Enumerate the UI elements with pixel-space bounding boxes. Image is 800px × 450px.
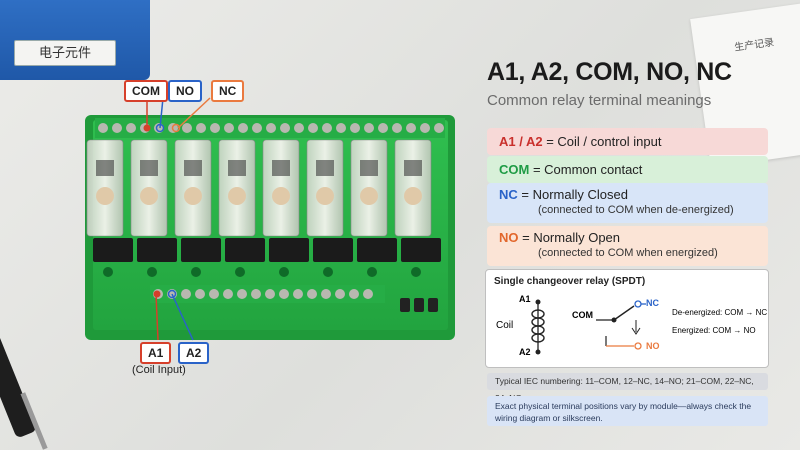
definition-a1-a2: A1 / A2 = Coil / control input — [487, 128, 768, 155]
definition-text: = Common contact — [529, 162, 643, 177]
page-title: A1, A2, COM, NO, NC — [487, 58, 732, 86]
spdt-energized-text: Energized: COM → NO — [672, 326, 756, 335]
spdt-schematic — [531, 299, 646, 355]
spdt-coil-label: Coil — [496, 320, 514, 331]
definition-com: COM = Common contact — [487, 156, 768, 183]
component-bin: 电子元件 — [0, 0, 150, 80]
spdt-deenergized-text: De-energized: COM → NC — [672, 308, 768, 317]
spdt-a1-label: A1 — [519, 294, 531, 304]
definition-text: = Normally Open — [518, 230, 621, 245]
definition-subtext: (connected to COM when de-energized) — [538, 204, 734, 216]
callout-a2: A2 — [178, 342, 210, 364]
definition-key: NO — [499, 230, 519, 245]
spdt-diagram: Single changeover relay (SPDT) A1 A2 Coi… — [485, 269, 769, 368]
definition-key: COM — [499, 162, 530, 177]
spdt-com-label: COM — [572, 310, 593, 320]
iec-numbering: Typical IEC numbering: 11–COM, 12–NC, 14… — [487, 373, 768, 403]
spdt-title: Single changeover relay (SPDT) — [494, 276, 646, 287]
definition-key: A1 / A2 — [499, 134, 543, 149]
terminal-note: Exact physical terminal positions vary b… — [487, 396, 768, 426]
callout-nc: NC — [211, 80, 245, 102]
page-subtitle: Common relay terminal meanings — [487, 92, 712, 109]
callout-no: NO — [168, 80, 202, 102]
definition-no: NO = Normally Open (connected to COM whe… — [487, 226, 768, 266]
spdt-nc-label: NC — [646, 298, 659, 308]
coil-input-label: (Coil Input) — [132, 364, 186, 376]
bin-label: 电子元件 — [14, 40, 116, 66]
definition-key: NC — [499, 187, 518, 202]
screwdriver — [0, 302, 48, 450]
definition-text: = Normally Closed — [517, 187, 628, 202]
callout-com: COM — [124, 80, 168, 102]
definition-subtext: (connected to COM when energized) — [538, 247, 718, 259]
spdt-a2-label: A2 — [519, 347, 531, 357]
bottom-terminal-screws — [153, 289, 373, 299]
relay-board — [85, 97, 455, 341]
relay-modules — [86, 139, 432, 237]
definition-nc: NC = Normally Closed (connected to COM w… — [487, 183, 768, 223]
definition-text: = Coil / control input — [542, 134, 662, 149]
callout-a1: A1 — [140, 342, 172, 364]
spdt-no-label: NO — [646, 341, 660, 351]
